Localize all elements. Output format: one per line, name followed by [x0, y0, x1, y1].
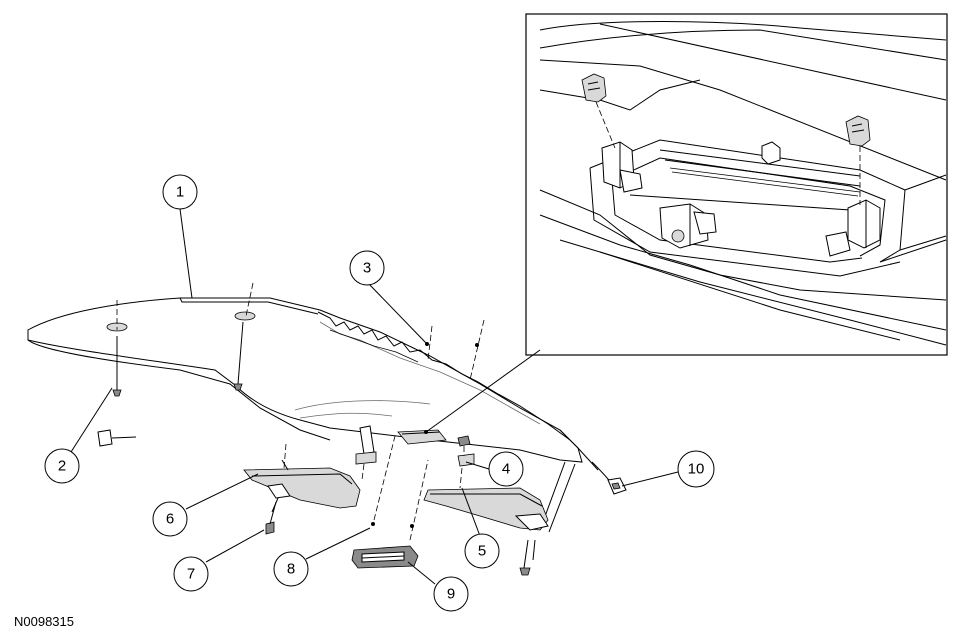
- inset-frame: [525, 13, 948, 356]
- callout-5: 5: [464, 533, 500, 569]
- callout-3-label: 3: [363, 260, 371, 277]
- callout-2-label: 2: [58, 458, 66, 475]
- callout-4-label: 4: [502, 461, 510, 478]
- figure-code: N0098315: [14, 614, 74, 629]
- callout-2: 2: [44, 448, 80, 484]
- leader-lines: [70, 208, 679, 585]
- callout-5-label: 5: [478, 543, 486, 560]
- callout-7-label: 7: [187, 566, 195, 583]
- callout-8-label: 8: [287, 561, 295, 578]
- left-sun-visor: [243, 467, 361, 509]
- headliner-panel: [27, 297, 583, 463]
- callout-4: 4: [488, 451, 524, 487]
- callout-3: 3: [349, 250, 385, 286]
- callout-10: 10: [677, 450, 715, 488]
- callout-9: 9: [433, 576, 469, 612]
- sun-visors: [243, 443, 549, 535]
- detail-inset: [525, 13, 948, 356]
- callout-1-label: 1: [176, 184, 184, 201]
- inset-artwork: [539, 21, 947, 346]
- fasteners: [97, 282, 627, 576]
- callout-9-label: 9: [447, 586, 455, 603]
- overhead-console: [351, 349, 541, 569]
- callout-6-label: 6: [166, 511, 174, 528]
- callout-7: 7: [173, 556, 209, 592]
- callout-8: 8: [273, 551, 309, 587]
- callout-6: 6: [152, 501, 188, 537]
- callout-10-label: 10: [688, 461, 705, 478]
- callout-1: 1: [162, 174, 198, 210]
- callouts: 1 2 3 4 5 6 7 8: [44, 174, 715, 612]
